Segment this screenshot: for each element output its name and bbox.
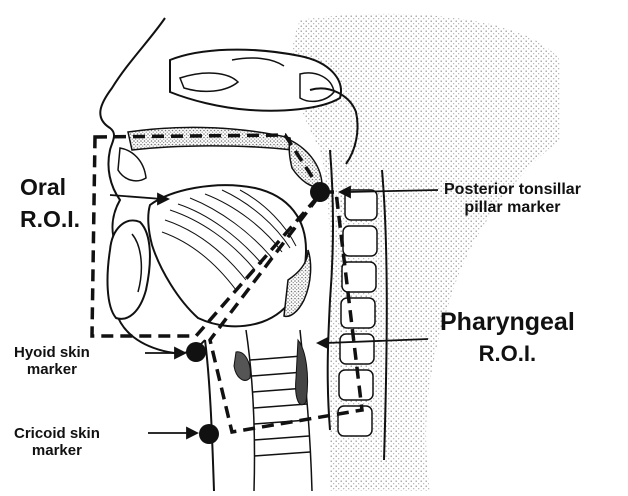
neck-front-outline [205,340,214,491]
pharyngeal-roi-label-line1: Pharyngeal [440,308,575,337]
hyoid-marker-label-line2: marker [14,361,90,378]
oral-roi-label: Oral R.O.I. [20,174,80,233]
oral-roi-label-line2: R.O.I. [20,206,80,232]
pharyngeal-roi-label-line2: R.O.I. [440,341,575,366]
hard-palate [128,127,292,150]
pharyngeal-roi-label: Pharyngeal R.O.I. [440,308,575,366]
hyoid-skin-marker-dot [186,342,206,362]
hyoid-marker-label-line1: Hyoid skin [14,344,90,361]
posterior-marker-label-line1: Posterior tonsillar [444,181,581,199]
posterior-marker-label: Posterior tonsillar pillar marker [444,181,581,218]
cricoid-skin-marker-dot [199,424,219,444]
mandible [108,220,150,318]
cricoid-marker-label-line1: Cricoid skin [14,425,100,442]
hyoid-marker-label: Hyoid skin marker [14,344,90,379]
tongue [148,185,306,326]
upper-teeth [118,148,146,181]
thyroid-cartilage [234,352,250,381]
esophagus [296,340,308,405]
posterior-tonsillar-pillar-marker-dot [310,182,330,202]
oral-roi-label-line1: Oral [20,174,80,200]
cricoid-marker-label-line2: marker [14,442,100,459]
posterior-marker-label-line2: pillar marker [444,199,581,217]
cricoid-marker-label: Cricoid skin marker [14,425,100,460]
soft-palate [289,140,322,187]
